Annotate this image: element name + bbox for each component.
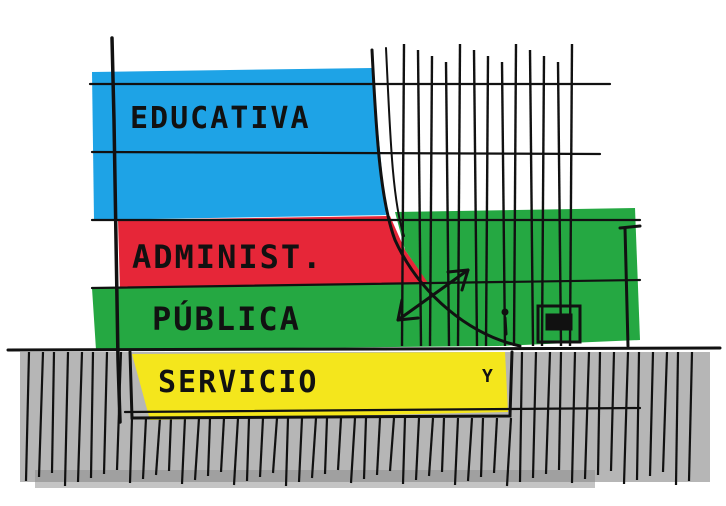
hatch-stroke	[154, 417, 162, 476]
facade-stroke	[400, 43, 406, 347]
facade-hatch	[400, 43, 574, 347]
zone-administ-fill	[118, 216, 430, 290]
hatch-stroke	[466, 417, 474, 482]
hatch-stroke	[479, 417, 485, 478]
facade-stroke	[500, 61, 507, 347]
facade-stroke	[568, 43, 574, 347]
hatch-stroke	[570, 351, 577, 484]
hatch-stroke	[596, 351, 602, 476]
hatch-stroke	[427, 417, 435, 477]
hatch-stroke	[310, 417, 318, 479]
label-servicio: SERVICIO	[158, 365, 319, 400]
facade-stroke	[416, 49, 423, 347]
zone-educativa-fill	[92, 68, 386, 220]
hatch-stroke	[518, 351, 524, 483]
hatch-stroke	[76, 351, 84, 483]
facade-stroke	[528, 49, 535, 347]
hatch-stroke	[167, 417, 173, 472]
zone-servicio-fill	[132, 352, 508, 420]
facade-stroke	[512, 43, 518, 347]
facade-stroke	[556, 61, 563, 347]
zone-labels: EDUCATIVA ADMINIST. PÚBLICA SERVICIO Y	[130, 101, 495, 400]
hatch-stroke	[180, 417, 187, 485]
hatch-stroke	[24, 351, 31, 482]
hatch-stroke	[50, 351, 56, 474]
hatch-stroke	[232, 417, 240, 486]
hatch-stroke	[271, 417, 279, 474]
hatch-stroke	[193, 417, 201, 481]
facade-stroke	[472, 49, 479, 347]
ground-hatch	[24, 351, 694, 487]
hatch-stroke	[505, 417, 513, 487]
hatch-stroke	[388, 417, 396, 472]
hatch-stroke	[622, 351, 630, 485]
marker-y: Y	[482, 366, 495, 387]
hatch-stroke	[414, 417, 421, 481]
hatch-stroke	[245, 417, 251, 482]
hatch-stroke	[492, 417, 499, 474]
hatch-stroke	[453, 417, 460, 486]
hatch-stroke	[609, 351, 616, 472]
hatch-stroke	[635, 351, 641, 481]
hatch-stroke	[583, 351, 591, 480]
hatch-stroke	[323, 417, 329, 475]
hatch-stroke	[557, 351, 563, 471]
hatch-stroke	[674, 351, 680, 486]
hatch-stroke	[37, 351, 45, 478]
zone-publica-fill-left	[92, 284, 500, 350]
hatch-stroke	[141, 417, 148, 480]
hatch-stroke	[440, 417, 446, 473]
hatch-stroke	[297, 417, 304, 483]
facade-stroke	[484, 55, 490, 347]
hatch-stroke	[544, 351, 552, 475]
facade-stroke	[540, 55, 546, 347]
label-educativa: EDUCATIVA	[130, 101, 311, 136]
hatch-stroke	[102, 351, 109, 475]
hatch-stroke	[362, 417, 368, 480]
hatch-stroke	[336, 417, 343, 471]
hatch-stroke	[284, 417, 290, 487]
hatch-stroke	[531, 351, 538, 479]
hatch-stroke	[63, 351, 70, 487]
facade-stroke	[444, 61, 451, 347]
hatch-stroke	[661, 351, 669, 473]
hatch-stroke	[687, 351, 694, 482]
label-administ: ADMINIST.	[132, 238, 323, 276]
structure-lines	[6, 36, 722, 424]
hatch-stroke	[89, 351, 95, 479]
hatch-stroke	[206, 417, 212, 477]
hatch-stroke	[648, 351, 655, 477]
hatch-stroke	[258, 417, 265, 478]
hatch-stroke	[349, 417, 357, 484]
hatch-stroke	[128, 417, 134, 484]
hatch-stroke	[401, 417, 407, 485]
label-publica: PÚBLICA	[152, 299, 301, 338]
hatch-stroke	[219, 417, 226, 473]
hatch-stroke	[375, 417, 382, 476]
facade-stroke	[456, 43, 462, 347]
